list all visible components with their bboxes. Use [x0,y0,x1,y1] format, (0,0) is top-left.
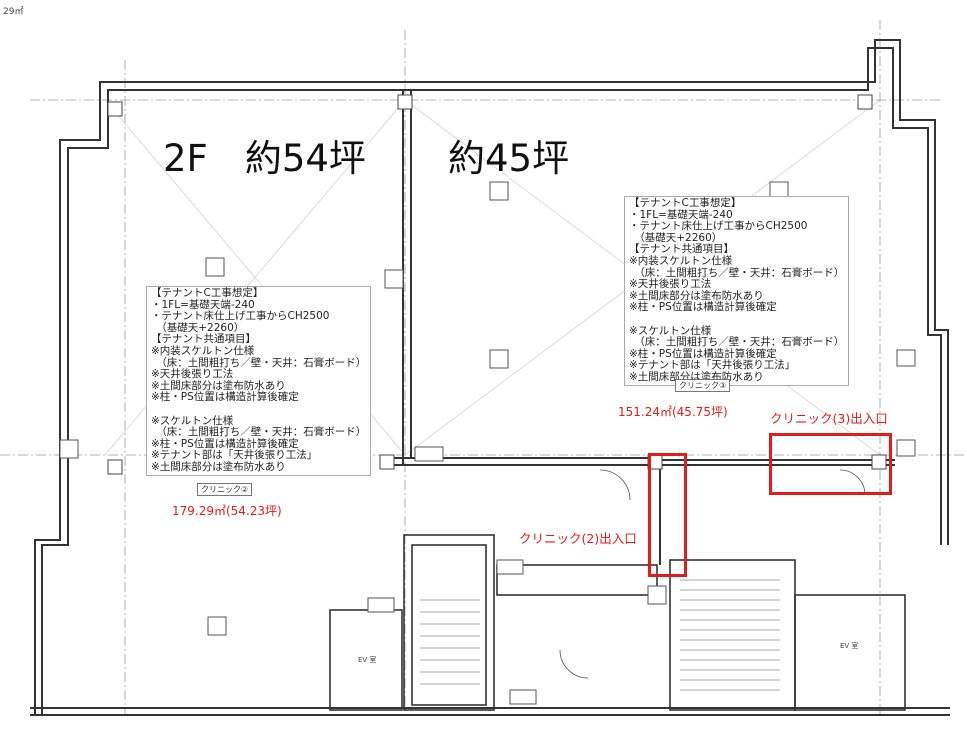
left-area-m2: 179.29㎡(54.23坪) [172,504,282,518]
right-area-title: 約45坪 [448,137,570,180]
left-spec-note: 【テナントC工事想定】 ・1FL=基礎天端-240 ・テナント床仕上げ工事からC… [146,286,372,476]
right-spec-note: 【テナントC工事想定】 ・1FL=基礎天端-240 ・テナント床仕上げ工事からC… [624,196,850,386]
ev-right-label: EV 室 [840,642,859,650]
top-left-mark: 29㎡ [3,7,24,17]
stair-treads [420,579,780,691]
right-area-m2: 151.24㎡(45.75坪) [618,405,728,419]
clinic-right-tag: クリニック③ [675,379,731,392]
columns [107,94,887,475]
core-walls [329,534,906,711]
entrance-3-highlight [769,433,892,495]
entrance-2-highlight [648,453,687,577]
grid-lines [0,20,967,715]
ev-left-label: EV 室 [358,656,377,664]
entrance-2-label: クリニック(2)出入口 [519,531,637,546]
door-swings [559,469,866,679]
outer-walls [30,39,950,716]
left-area-title: 2F 約54坪 [163,137,366,180]
clinic-left-tag: クリニック② [197,483,253,496]
entrance-3-label: クリニック(3)出入口 [770,411,888,426]
